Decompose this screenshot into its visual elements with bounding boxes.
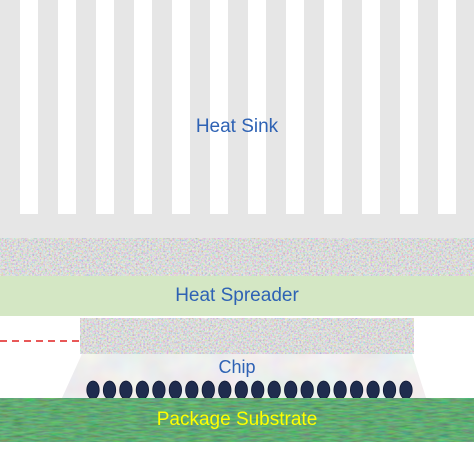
heat-sink-fin — [190, 0, 210, 215]
package-substrate-layer — [0, 398, 474, 442]
solder-bump — [251, 380, 265, 400]
solder-bump — [102, 380, 117, 400]
heat-sink-fin — [114, 0, 134, 215]
heat-sink-fin — [456, 0, 474, 215]
heat-sink-layer — [0, 0, 474, 238]
solder-bump — [185, 380, 199, 400]
solder-bump — [119, 380, 133, 400]
solder-bump — [201, 380, 215, 400]
heat-sink-fins — [0, 0, 474, 215]
solder-bump — [168, 380, 182, 400]
heat-sink-fin — [38, 0, 58, 215]
solder-bump — [284, 380, 298, 400]
solder-bump — [399, 380, 413, 400]
heat-sink-fin — [76, 0, 96, 215]
heat-sink-fin — [304, 0, 324, 215]
heat-sink-fin — [266, 0, 286, 215]
solder-bump — [382, 380, 397, 400]
upper-thermal-interface-layer — [0, 238, 474, 276]
solder-bump — [267, 380, 281, 400]
heat-sink-fin — [152, 0, 172, 215]
solder-bump — [135, 380, 149, 400]
heat-spreader-layer — [0, 276, 474, 316]
heat-sink-fin — [418, 0, 438, 215]
solder-bump — [366, 380, 380, 400]
solder-bump — [316, 380, 331, 400]
heat-sink-fin — [380, 0, 400, 215]
solder-bump — [234, 380, 248, 400]
solder-bump — [86, 380, 100, 400]
heat-sink-base — [0, 214, 474, 238]
solder-bump — [218, 380, 232, 400]
solder-bump — [152, 380, 166, 400]
lower-thermal-interface-layer — [80, 318, 414, 354]
heat-sink-fin — [228, 0, 248, 215]
heat-sink-fin — [0, 0, 20, 215]
package-substrate-label: Package Substrate — [156, 409, 318, 430]
chip-label: Chip — [218, 357, 256, 377]
heat-sink-label: Heat Sink — [195, 116, 279, 137]
solder-bump — [333, 380, 347, 400]
heat-sink-fin — [342, 0, 362, 215]
solder-bump — [300, 380, 314, 400]
heat-spreader-label: Heat Spreader — [175, 285, 299, 306]
solder-bump — [349, 380, 364, 400]
